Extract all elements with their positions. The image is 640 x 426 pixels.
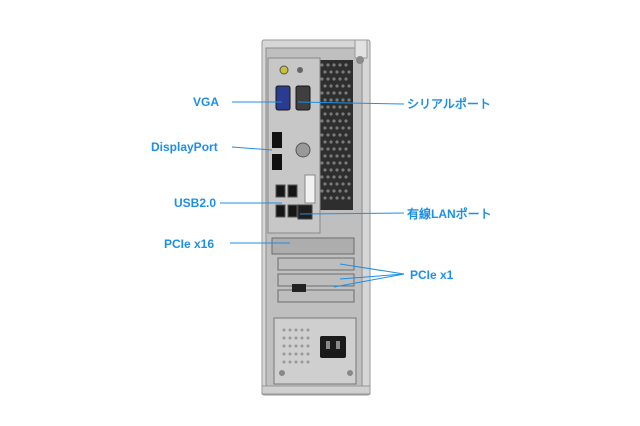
power-inlet (320, 336, 346, 358)
label-displayport: DisplayPort (151, 140, 218, 154)
usb-port-2 (287, 184, 298, 198)
usb-port-1 (275, 184, 286, 198)
label-usb: USB2.0 (174, 196, 217, 210)
callout-line-lan (299, 212, 405, 215)
power-supply (273, 317, 357, 385)
label-lan-port: 有線LANポート (407, 207, 492, 221)
label-pcie-x1: PCIe x1 (410, 268, 454, 282)
usb-port-4 (287, 204, 298, 218)
callout-line-serial (297, 101, 405, 105)
callout-line-pcie1-c (333, 273, 405, 288)
displayport-2 (272, 154, 282, 170)
callout-line-pcie1-a (339, 263, 405, 275)
label-pcie-x16: PCIe x16 (164, 237, 215, 251)
lan-port (297, 204, 313, 220)
pcie-x1-slot-2 (277, 273, 355, 287)
usb-port-3 (275, 204, 286, 218)
pcie-x1-slot-1 (277, 257, 355, 271)
pcie-x16-slot (271, 237, 355, 255)
callout-lines (220, 101, 405, 288)
callout-line-displayport (231, 146, 273, 151)
serial-port (295, 85, 311, 111)
io-panel (267, 57, 321, 234)
vga-port (275, 85, 291, 111)
displayport-1 (272, 132, 282, 148)
label-serial-port: シリアルポート (407, 97, 491, 111)
expansion-slots (271, 237, 355, 303)
label-vga: VGA (193, 95, 220, 109)
chassis-foot (261, 385, 371, 395)
pcie-x1-slot-3 (277, 289, 355, 303)
callout-line-pcie1-b (339, 273, 405, 280)
ventilation-grille (318, 60, 353, 210)
